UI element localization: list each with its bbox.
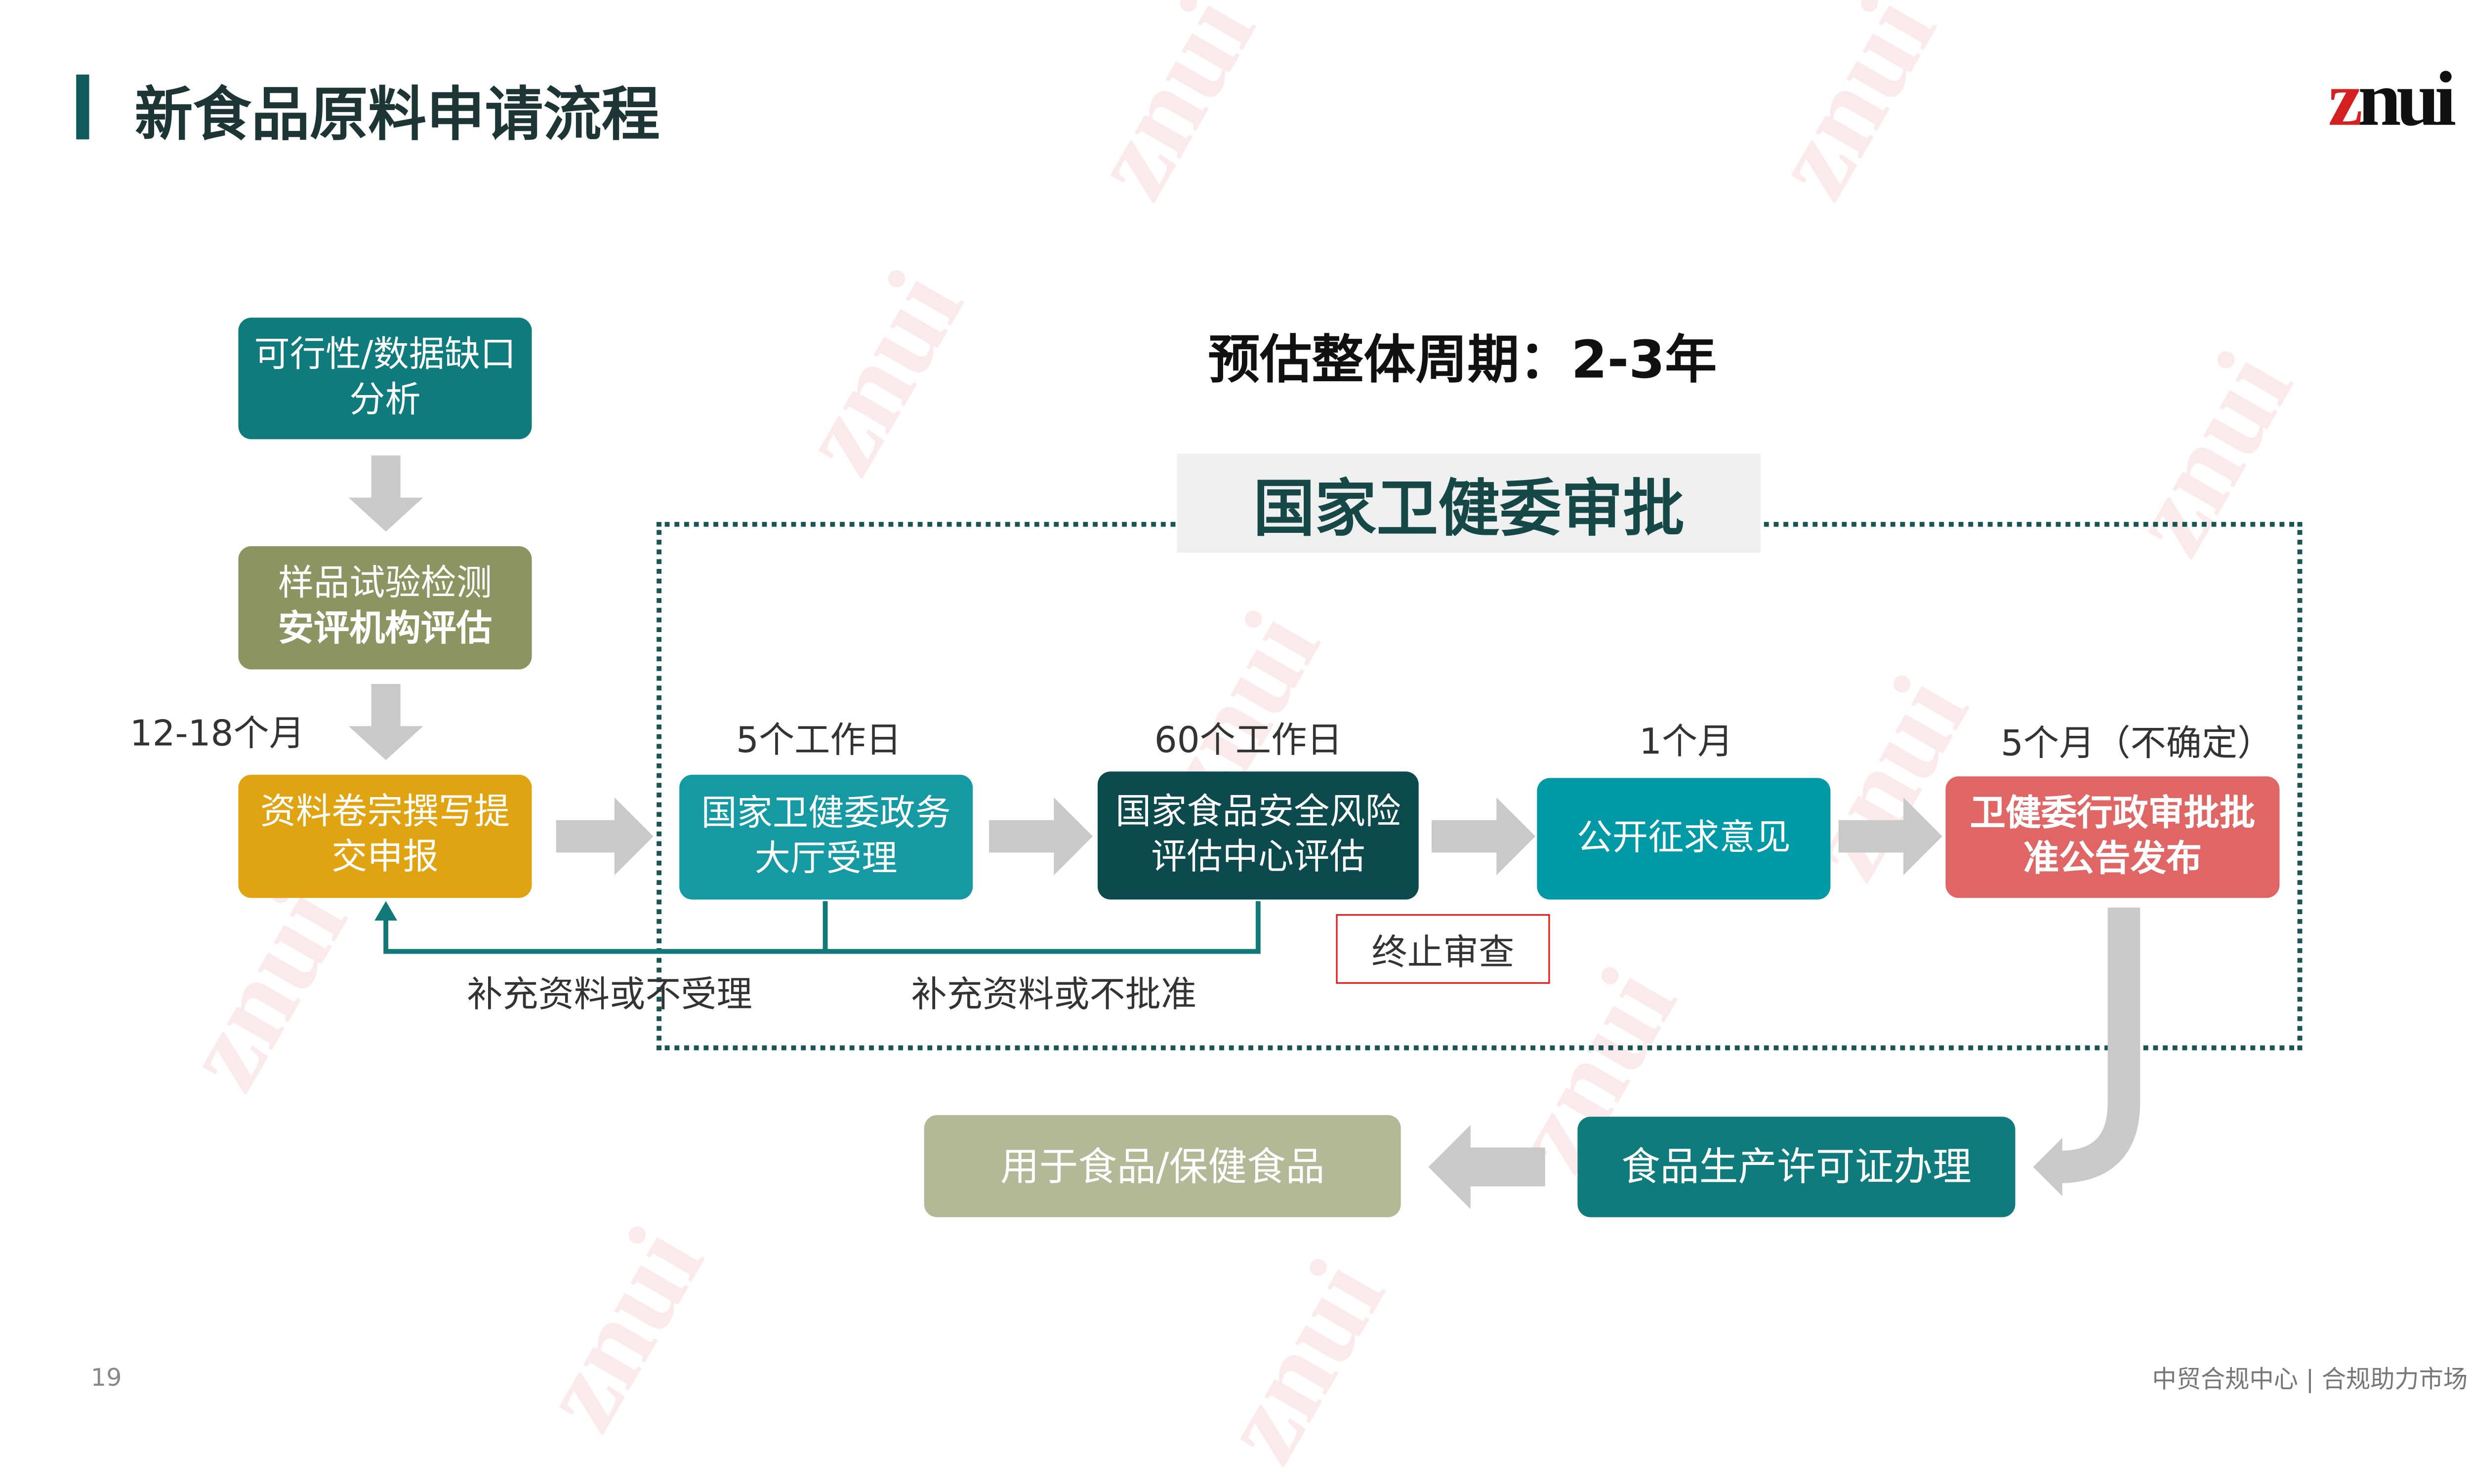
step-public-comment: 公开征求意见 <box>1537 778 1831 900</box>
approval-section-label: 国家卫健委审批 <box>1177 453 1761 553</box>
step-label: 样品试验检测 <box>278 564 493 605</box>
slide: znui znui znui znui znui znui znui znui … <box>76 0 2468 1483</box>
step-feasibility-analysis: 可行性/数据缺口分析 <box>238 318 532 440</box>
duration-label: 5个工作日 <box>736 721 902 762</box>
arrow-right-icon <box>989 797 1093 876</box>
feedback-label: 补充资料或不受理 <box>467 975 752 1016</box>
flow-arrows <box>348 455 2141 1209</box>
feedback-line <box>825 901 1261 954</box>
step-sample-testing: 样品试验检测 安评机构评估 <box>238 546 532 670</box>
title-accent-bar <box>76 74 89 140</box>
arrow-down-icon <box>348 684 423 761</box>
step-dossier-submission: 资料卷宗撰写提交申报 <box>238 774 532 898</box>
page-title: 新食品原料申请流程 <box>134 82 660 149</box>
footer-tagline: 中贸合规中心 | 合规助力市场 <box>2152 1364 2468 1394</box>
step-production-license: 食品生产许可证办理 <box>1577 1117 2016 1217</box>
arrow-left-icon <box>1428 1124 1545 1209</box>
feedback-label: 补充资料或不批准 <box>911 975 1197 1016</box>
arrow-down-icon <box>348 455 423 532</box>
duration-label: 5个月（不确定） <box>2000 724 2273 765</box>
page-number: 19 <box>90 1363 122 1393</box>
feedback-arrow-head-icon <box>374 901 398 921</box>
step-label: 安评机构评估 <box>278 609 493 650</box>
arrow-right-icon <box>1432 797 1536 876</box>
step-approval-announcement: 卫健委行政审批批准公告发布 <box>1945 776 2280 898</box>
step-risk-assessment: 国家食品安全风险评估中心评估 <box>1097 771 1419 900</box>
duration-label: 60个工作日 <box>1154 721 1343 762</box>
arrow-right-icon <box>556 797 654 876</box>
step-food-use: 用于食品/保健食品 <box>924 1115 1401 1217</box>
logo: znui <box>2328 56 2456 143</box>
feedback-line <box>383 901 828 954</box>
arrow-right-icon <box>1838 797 1942 876</box>
curved-arrow <box>2056 907 2141 1183</box>
step-nhc-acceptance: 国家卫健委政务大厅受理 <box>679 774 973 900</box>
overall-period: 预估整体周期：2-3年 <box>1208 329 1717 391</box>
arrow-head-icon <box>2033 1137 2062 1197</box>
duration-label: 1个月 <box>1639 722 1733 763</box>
terminate-review-label: 终止审查 <box>1336 914 1550 984</box>
duration-label: 12-18个月 <box>129 715 305 756</box>
